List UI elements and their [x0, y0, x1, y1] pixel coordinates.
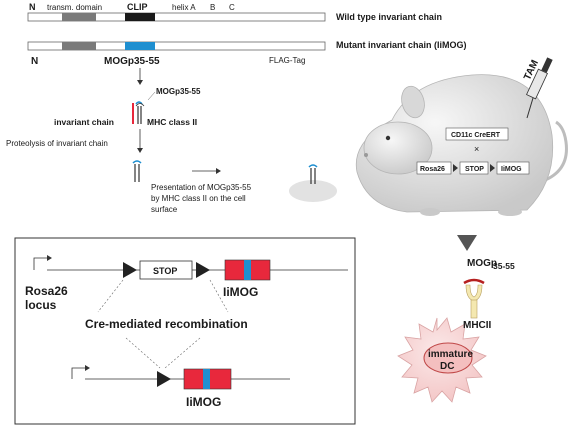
mouse-illustration: CD11c CreERT × Rosa26 STOP IiMOG [355, 74, 568, 216]
promoter-arrow-top [33, 257, 49, 270]
proc-presentation-3: surface [151, 205, 178, 214]
cd11c-box [445, 127, 509, 141]
mhcii-receptor-icon [463, 278, 485, 319]
mhcii-label: MHCII [463, 320, 492, 331]
iimog-top-label: IiMOG [223, 285, 258, 299]
cross-symbol: × [474, 144, 479, 154]
wt-b-label: B [210, 3, 215, 12]
mouse-iimog-box [496, 161, 530, 175]
dashed-guide-3 [125, 337, 161, 369]
syringe-needle [526, 97, 534, 119]
mouse-front-foot [420, 208, 440, 216]
process-panel: MOGp35-55 invariant chain MHC class II P… [6, 68, 337, 214]
mouse-head [363, 121, 433, 175]
syringe-barrel [526, 68, 548, 100]
cd11c-label: CD11c CreERT [451, 132, 501, 139]
wt-clip-label: CLIP [127, 2, 148, 12]
mouse-to-dc-arrow [457, 235, 477, 251]
mouse-tail [539, 120, 568, 184]
mouse-nose [364, 153, 368, 157]
loxp-1 [123, 262, 137, 278]
proc-presentation-2: by MHC class II on the cell [151, 194, 246, 203]
mut-flag-label: FLAG-Tag [269, 56, 305, 65]
wt-transm-label: transm. domain [47, 3, 102, 12]
mouse-stop-box [459, 161, 489, 175]
mut-n-label: N [31, 56, 38, 67]
iimog-mog-segment-bottom [203, 369, 210, 389]
mouse-rosa26-label: Rosa26 [420, 166, 445, 173]
mouse-loxp-1 [453, 164, 458, 172]
dc-label: DC [440, 361, 454, 372]
mut-mog-label: MOGp35-55 [104, 56, 160, 67]
mouse-rosa26-box [416, 161, 452, 175]
proc-mhc-label: MHC class II [147, 117, 197, 127]
wt-transm-segment [62, 13, 96, 21]
iimog-bottom-label: IiMOG [186, 395, 221, 409]
locus-label: locus [25, 298, 57, 312]
presenting-cell [289, 180, 337, 202]
mhc-surface-icon [308, 164, 318, 184]
mut-chain-bar [27, 41, 326, 51]
dc-mog-sub-label: 35-55 [493, 261, 515, 271]
mhc-presented-icon [132, 160, 142, 182]
stop-label: STOP [153, 266, 177, 276]
proc-mog-pointer [147, 91, 156, 101]
mouse-iimog-label: IiMOG [501, 166, 522, 173]
promoter-arrowhead-top [47, 255, 52, 261]
iimog-mog-segment-top [244, 260, 251, 280]
process-arrowhead-3 [216, 168, 221, 174]
syringe-plunger [541, 57, 553, 73]
promoter-arrowhead-bottom [85, 365, 90, 371]
loxp-remaining [157, 371, 171, 387]
process-arrowhead-1 [137, 80, 143, 85]
mhc-complex-icon [132, 101, 145, 124]
wt-helix-label: helix A [172, 3, 196, 12]
mutant-chain: N MOGp35-55 FLAG-Tag Mutant invariant ch… [27, 40, 467, 67]
rosa26-label: Rosa26 [25, 284, 68, 298]
mut-mog-segment [125, 42, 155, 50]
mut-title: Mutant invariant chain (IiMOG) [336, 40, 467, 50]
proc-proteolysis-label: Proteolysis of invariant chain [6, 139, 108, 148]
wt-c-label: C [229, 3, 235, 12]
mouse-back-foot [498, 208, 522, 216]
dc-nucleus [423, 342, 473, 374]
mouse-loxp-2 [490, 164, 495, 172]
mouse-stop-label: STOP [465, 166, 484, 173]
wt-title: Wild type invariant chain [336, 12, 442, 22]
wt-chain-bar [27, 12, 326, 22]
stop-box [139, 260, 193, 280]
dendritic-cell: immature DC MOGp 35-55 MHCII [397, 258, 515, 403]
proc-invariant-label: invariant chain [54, 117, 114, 127]
mouse-ear [401, 85, 425, 119]
mut-transm-segment [62, 42, 96, 50]
promoter-arrow-bottom [71, 367, 87, 379]
proc-mog-label: MOGp35-55 [156, 87, 201, 96]
locus-box: STOP Rosa26 locus IiMOG Cre-mediated rec… [14, 237, 356, 425]
dc-mog-label: MOGp [467, 258, 497, 269]
dc-immature-label: immature [428, 349, 473, 360]
wt-clip-segment [125, 13, 155, 21]
loxp-2 [196, 262, 210, 278]
mouse-eye [385, 135, 391, 141]
wild-type-chain: N transm. domain CLIP helix A B C Wild t… [27, 2, 442, 22]
recombination-label: Cre-mediated recombination [85, 317, 248, 331]
proc-presentation-1: Presentation of MOGp35-55 [151, 183, 252, 192]
wt-n-label: N [29, 2, 36, 12]
process-arrowhead-2 [137, 148, 143, 153]
dashed-guide-1 [97, 279, 124, 313]
